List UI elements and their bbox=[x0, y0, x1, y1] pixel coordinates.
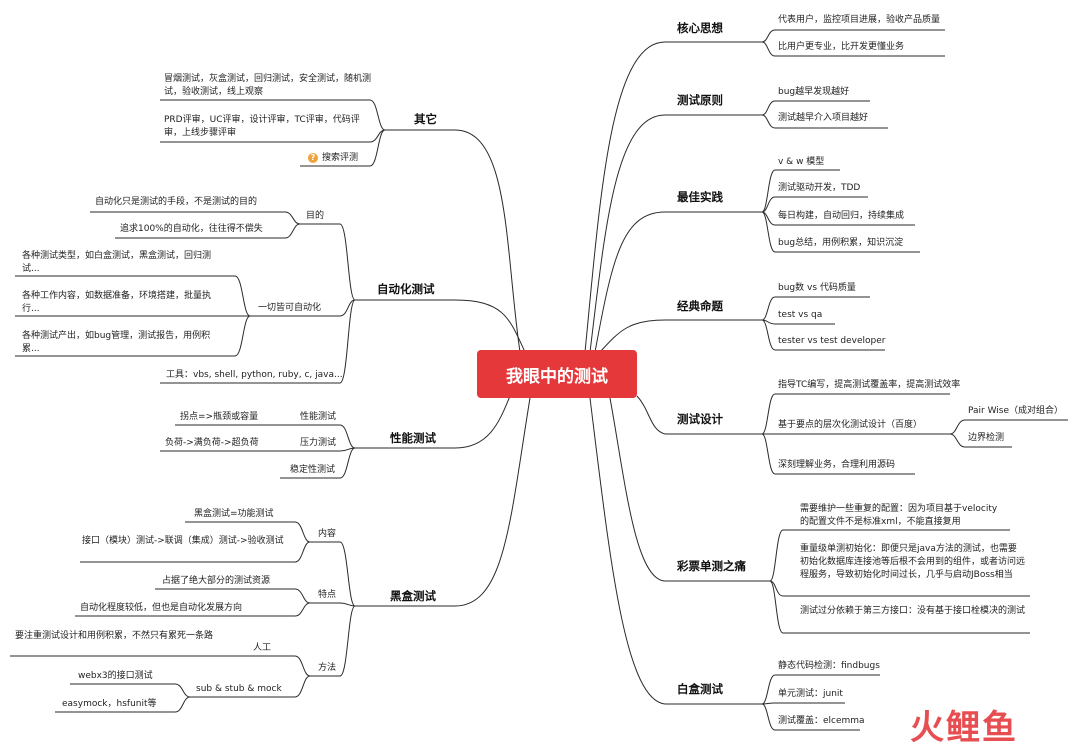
design-sub-pairwise: Pair Wise（成对组合） bbox=[968, 406, 1064, 416]
classic-item-3: tester vs test developer bbox=[778, 336, 886, 346]
best-item-1: v & w 模型 bbox=[778, 157, 825, 167]
auto-all-item-2: 各种工作内容，如数据准备，环境搭建，批量执行... bbox=[22, 291, 212, 314]
black-content: 内容 bbox=[318, 529, 337, 539]
perf-note-2: 负荷->满负荷->超负荷 bbox=[165, 438, 259, 448]
black-mock-item-2: easymock，hsfunit等 bbox=[62, 699, 157, 709]
node-lottery[interactable]: 彩票单测之痛 bbox=[677, 559, 746, 573]
auto-goal: 目的 bbox=[306, 211, 325, 221]
perf-sub-3: 稳定性测试 bbox=[290, 465, 336, 475]
node-principle[interactable]: 测试原则 bbox=[677, 93, 723, 107]
black-method: 方法 bbox=[318, 663, 337, 673]
black-content-item-1: 黑盒测试=功能测试 bbox=[194, 509, 274, 519]
classic-item-1: bug数 vs 代码质量 bbox=[778, 283, 856, 293]
black-manual-item-1: 要注重测试设计和用例积累，不然只有累死一条路 bbox=[15, 631, 214, 641]
lottery-item-1: 需要维护一些重复的配置：因为项目基于velocity的配置文件不是标准xml，不… bbox=[800, 504, 998, 527]
black-feature: 特点 bbox=[318, 590, 337, 600]
principle-item-2: 测试越早介入项目越好 bbox=[778, 113, 869, 123]
design-item-3: 深刻理解业务，合理利用源码 bbox=[778, 460, 896, 470]
best-item-3: 每日构建，自动回归，持续集成 bbox=[778, 211, 905, 221]
auto-goal-item-1: 自动化只是测试的手段，不是测试的目的 bbox=[95, 197, 258, 207]
auto-all-item-1: 各种测试类型，如白盒测试，黑盒测试，回归测试... bbox=[22, 251, 212, 274]
core-item-1: 代表用户，监控项目进展，验收产品质量 bbox=[778, 15, 941, 25]
black-method-mock: sub & stub & mock bbox=[196, 684, 282, 694]
black-mock-item-1: webx3的接口测试 bbox=[78, 671, 153, 681]
perf-note-1: 拐点=>瓶颈或容量 bbox=[180, 412, 259, 422]
lottery-item-2: 重量级单测初始化：即便只是java方法的测试，也需要初始化数据库连接池等后根不会… bbox=[800, 544, 1026, 580]
node-white[interactable]: 白盒测试 bbox=[677, 682, 723, 696]
design-item-2: 基于要点的层次化测试设计（百度） bbox=[778, 420, 923, 430]
design-item-1: 指导TC编写，提高测试覆盖率，提高测试效率 bbox=[778, 380, 961, 390]
node-black[interactable]: 黑盒测试 bbox=[390, 589, 436, 603]
watermark-logo: 火鲤鱼 bbox=[910, 708, 1018, 744]
node-auto[interactable]: 自动化测试 bbox=[377, 282, 435, 296]
perf-sub-1: 性能测试 bbox=[300, 412, 337, 422]
principle-item-1: bug越早发现越好 bbox=[778, 87, 850, 97]
white-item-1: 静态代码检测：findbugs bbox=[778, 661, 880, 671]
node-design[interactable]: 测试设计 bbox=[677, 412, 723, 426]
core-item-2: 比用户更专业，比开发更懂业务 bbox=[778, 42, 905, 52]
auto-tools: 工具：vbs, shell, python, ruby, c, java... bbox=[166, 370, 343, 380]
node-perf[interactable]: 性能测试 bbox=[390, 431, 436, 445]
best-item-2: 测试驱动开发，TDD bbox=[778, 183, 861, 193]
black-content-item-2: 接口（模块）测试->联调（集成）测试->验收测试 bbox=[82, 536, 284, 546]
white-item-2: 单元测试：junit bbox=[778, 689, 843, 699]
node-other[interactable]: 其它 bbox=[414, 112, 437, 126]
auto-all: 一切皆可自动化 bbox=[258, 303, 322, 313]
design-sub-boundary: 边界检测 bbox=[968, 433, 1005, 443]
root-node[interactable]: 我眼中的测试 bbox=[477, 350, 637, 398]
node-best[interactable]: 最佳实践 bbox=[677, 190, 723, 204]
lottery-item-3: 测试过分依赖于第三方接口：没有基于接口栓模决的测试 bbox=[800, 606, 1026, 616]
perf-sub-2: 压力测试 bbox=[300, 438, 337, 448]
black-feature-item-2: 自动化程度较低，但也是自动化发展方向 bbox=[80, 603, 243, 613]
classic-item-2: test vs qa bbox=[778, 310, 823, 320]
auto-all-item-3: 各种测试产出，如bug管理，测试报告，用例积累... bbox=[22, 331, 211, 354]
node-classic[interactable]: 经典命题 bbox=[677, 299, 723, 313]
black-method-manual: 人工 bbox=[253, 643, 272, 653]
best-item-4: bug总结，用例积累，知识沉淀 bbox=[778, 238, 904, 248]
node-core[interactable]: 核心思想 bbox=[677, 21, 723, 35]
question-icon: ? bbox=[308, 152, 318, 163]
other-item-2: PRD评审，UC评审，设计评审，TC评审，代码评审，上线步骤评审 bbox=[164, 115, 360, 138]
auto-goal-item-2: 追求100%的自动化，往往得不偿失 bbox=[120, 224, 263, 234]
white-item-3: 测试覆盖：elcemma bbox=[778, 716, 865, 726]
other-item-1: 冒烟测试，灰盒测试，回归测试，安全测试，随机测试，验收测试，线上观察 bbox=[164, 74, 372, 97]
black-feature-item-1: 占据了绝大部分的测试资源 bbox=[162, 576, 271, 586]
other-item-3: ?搜索评测 bbox=[308, 152, 358, 165]
